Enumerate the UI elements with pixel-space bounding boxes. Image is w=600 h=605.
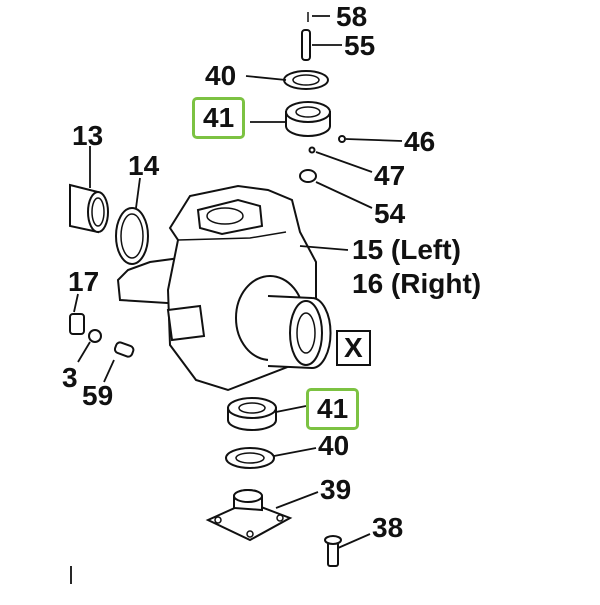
callout-x-box: X [336,330,371,366]
callout-40-top: 40 [205,60,237,91]
callout-13: 13 [72,120,104,151]
part-46-pin [338,135,403,143]
part-13-bushing [69,146,109,234]
part-38-bolt [324,533,371,567]
callout-55: 55 [344,30,376,61]
callout-38: 38 [372,512,404,543]
part-55-pin [301,29,342,61]
part-3-nut [77,329,102,363]
part-39-flange-cap [205,489,319,542]
part-40-bottom-seal [225,447,317,469]
part-58-pin [307,12,330,22]
callout-40-bottom: 40 [318,430,350,461]
callout-15-left: 15 (Left) [352,234,461,265]
part-41-top-bearing [250,101,331,137]
callout-16-right: 16 (Right) [352,268,482,299]
callout-41-bottom-highlighted: 41 [306,388,360,430]
callout-46: 46 [404,126,436,157]
part-15-16-knuckle [116,184,349,392]
callout-39: 39 [320,474,352,505]
callout-47: 47 [374,160,406,191]
callout-59: 59 [82,380,114,411]
part-47-pin [308,146,373,173]
part-17-bolt [69,293,85,335]
part-41-bottom-bearing [227,397,307,431]
part-54-nut [299,169,373,209]
callout-54: 54 [374,198,406,229]
part-14-circlip [115,177,149,265]
part-59-pin [103,341,135,383]
callout-41-top-highlighted: 41 [192,97,246,139]
callout-17: 17 [68,266,100,297]
callout-58: 58 [336,1,368,32]
callout-14: 14 [128,150,160,181]
part-40-top-seal [245,70,329,90]
callout-3: 3 [62,362,78,393]
